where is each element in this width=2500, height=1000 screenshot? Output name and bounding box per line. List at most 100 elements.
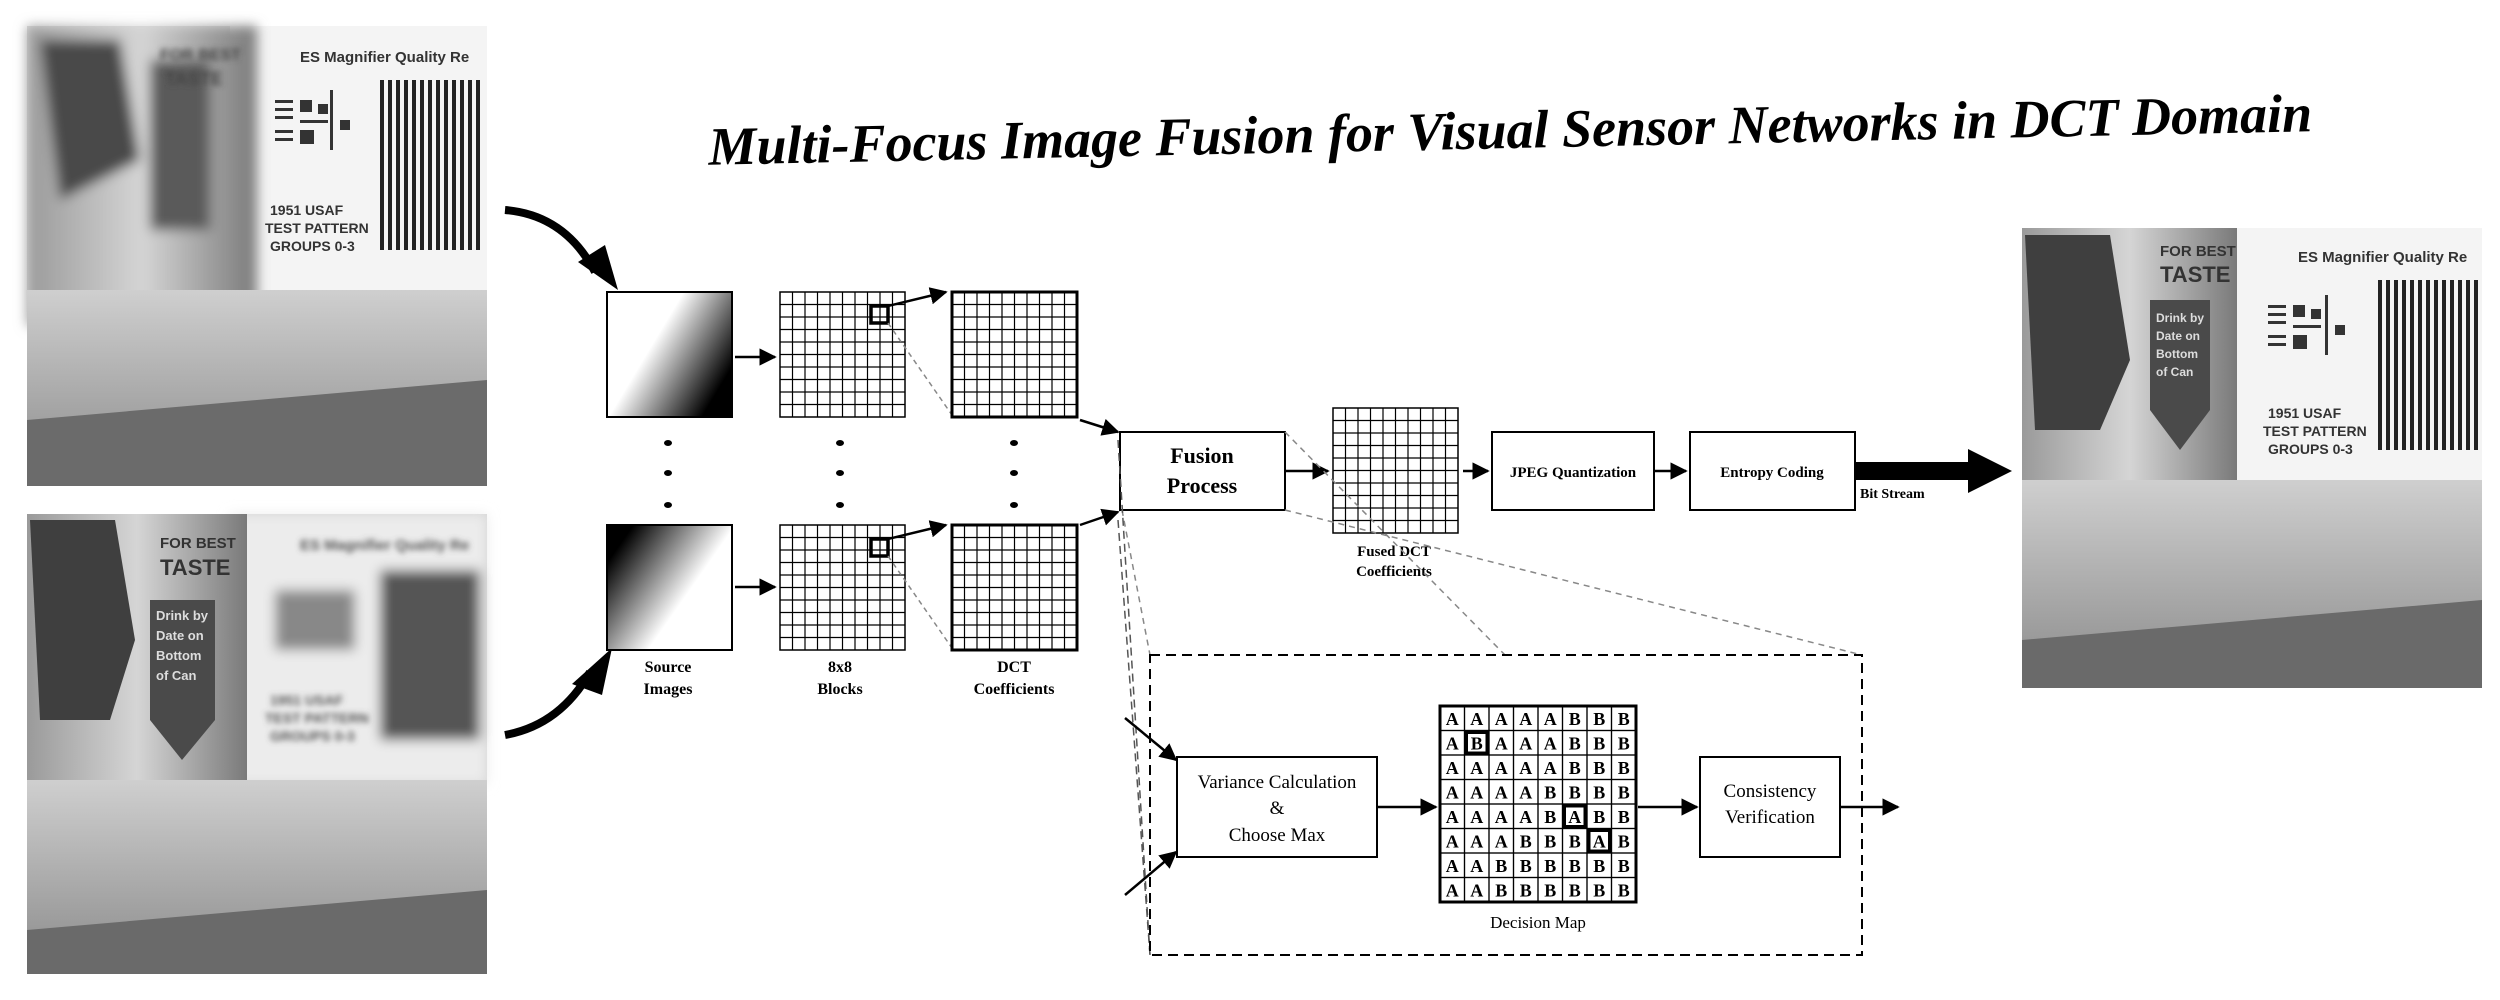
photo-top-usaf-3: GROUPS 0-3 xyxy=(270,238,355,254)
source-image-bottom: ES Magnifier Quality Re 1951 USAF TEST P… xyxy=(27,514,487,974)
decision-map-cell-label: A xyxy=(1519,807,1532,827)
decision-map-cell-label: B xyxy=(1569,856,1581,876)
decision-map-cell-label: B xyxy=(1593,881,1605,901)
photo-bottom-can-text-1: FOR BEST xyxy=(160,535,236,552)
decision-map-cell-label: A xyxy=(1470,709,1483,729)
consistency-label-2: Verification xyxy=(1725,807,1815,828)
zoom-line-top xyxy=(887,322,953,416)
decision-map-cell-label: A xyxy=(1519,783,1532,803)
zoom-line-fusion-left xyxy=(1121,509,1151,656)
variance-box xyxy=(1176,756,1378,858)
selected-block-bottom xyxy=(869,537,890,558)
decision-map-cell-label: B xyxy=(1495,881,1507,901)
decision-map-cell xyxy=(1610,876,1637,903)
zoom-line-fused-right xyxy=(1284,509,1863,656)
dct-label-2: Coefficients xyxy=(974,681,1055,698)
decision-map-cell-label: A xyxy=(1446,734,1459,754)
decision-map-label: Decision Map xyxy=(1490,913,1586,932)
decision-map-cell-label: A xyxy=(1544,734,1557,754)
decision-map-cell-label: A xyxy=(1470,881,1483,901)
photo-top-magnifier-label: ES Magnifier Quality Re xyxy=(300,49,469,66)
decision-map-outlier-highlight xyxy=(1563,804,1587,828)
curved-arrow-bottom xyxy=(504,648,612,739)
photo-bottom-usaf-2: TEST PATTERN xyxy=(265,710,369,726)
photo-bottom-usaf-1: 1951 USAF xyxy=(270,692,344,708)
bit-stream-label: Bit Stream xyxy=(1860,487,1925,502)
decision-map-cell-label: B xyxy=(1618,881,1630,901)
decision-map-cell-label: B xyxy=(1544,832,1556,852)
consistency-label-1: Consistency xyxy=(1724,781,1817,802)
detail-panel xyxy=(1149,654,1863,956)
jpeg-quantization-box xyxy=(1491,431,1655,511)
decision-map-cell-label: B xyxy=(1618,832,1630,852)
decision-map-cell-label: B xyxy=(1544,807,1556,827)
arrow-block-to-dct-top xyxy=(887,287,948,308)
decision-map-cell-label: A xyxy=(1544,758,1557,778)
source-square-top xyxy=(606,291,733,418)
fusion-process-label-2: Process xyxy=(1167,473,1238,498)
decision-map-outlier-highlight xyxy=(1465,731,1489,755)
fused-dct-label-2: Coefficients xyxy=(1356,564,1432,580)
decision-map-cell-label: A xyxy=(1519,758,1532,778)
decision-map-cell-label: A xyxy=(1446,807,1459,827)
entropy-coding-box xyxy=(1689,431,1856,511)
decision-map-cell-label: B xyxy=(1520,856,1532,876)
photo-right-usaf-3: GROUPS 0-3 xyxy=(2268,441,2353,457)
photo-right-can-text-6: of Can xyxy=(2156,365,2193,379)
decision-map-cell-label: B xyxy=(1618,783,1630,803)
decision-map-cell-label: B xyxy=(1495,856,1507,876)
decision-map-cell-label: B xyxy=(1593,856,1605,876)
decision-map-cell-label: B xyxy=(1520,881,1532,901)
blocks-grid-top xyxy=(779,291,906,418)
photo-right-usaf-2: TEST PATTERN xyxy=(2263,423,2367,439)
bit-stream-arrow xyxy=(1856,449,2012,493)
source-square-bottom xyxy=(606,524,733,651)
zoom-line-dct-bottom xyxy=(1117,519,1151,956)
decision-map-cell-label: B xyxy=(1569,832,1581,852)
decision-map-cell-label: A xyxy=(1495,734,1508,754)
decision-map-cell-label: B xyxy=(1618,856,1630,876)
blocks-dots xyxy=(836,440,844,508)
decision-map-cell-label: B xyxy=(1544,783,1556,803)
photo-right-magnifier-label: ES Magnifier Quality Re xyxy=(2298,249,2467,266)
decision-map-cell-label: A xyxy=(1568,807,1581,827)
blocks-label-2: Blocks xyxy=(817,681,862,698)
decision-map-cell-label: B xyxy=(1618,807,1630,827)
decision-map-cell-label: B xyxy=(1593,807,1605,827)
source-images-label-1: Source xyxy=(645,659,692,676)
decision-map-cell-label: A xyxy=(1470,856,1483,876)
photo-bottom-can-text-3: Drink by xyxy=(156,608,209,623)
decision-map-cell-label: A xyxy=(1446,758,1459,778)
decision-map-cell-label: A xyxy=(1470,807,1483,827)
entropy-coding-label: Entropy Coding xyxy=(1720,465,1824,481)
decision-map-cell-label: B xyxy=(1569,709,1581,729)
zoom-line-fusion-right xyxy=(1284,431,1506,656)
decision-map-cell-label: A xyxy=(1446,783,1459,803)
decision-map-cell-label: B xyxy=(1618,758,1630,778)
photo-top-can-text-2: TASTE xyxy=(165,69,223,89)
decision-map-outlier-highlight xyxy=(1587,829,1611,853)
arrow-block-to-dct-bottom xyxy=(887,520,948,541)
decision-map-cell-label: B xyxy=(1569,758,1581,778)
fusion-process-label-1: Fusion xyxy=(1170,443,1234,468)
variance-label-2: & xyxy=(1270,798,1285,819)
photo-top-can-text-1: FOR BEST xyxy=(160,47,241,64)
blocks-label-1: 8x8 xyxy=(828,659,852,676)
decision-map-cell-label: B xyxy=(1593,734,1605,754)
decision-map-cell-label: B xyxy=(1520,832,1532,852)
arrow-input-1 xyxy=(1124,717,1178,762)
decision-map-cell-label: B xyxy=(1593,758,1605,778)
decision-map-cell-label: A xyxy=(1495,783,1508,803)
decision-map-cell-label: B xyxy=(1569,783,1581,803)
curved-arrow-top xyxy=(504,206,618,290)
blocks-grid-bottom xyxy=(779,524,906,651)
decision-map-cell-label: A xyxy=(1470,758,1483,778)
dct-label-1: DCT xyxy=(997,659,1031,676)
photo-right-usaf-1: 1951 USAF xyxy=(2268,405,2342,421)
photo-right-can-text-2: TASTE xyxy=(2160,262,2230,287)
decision-map-cell-label: A xyxy=(1593,832,1606,852)
photo-top-usaf-1: 1951 USAF xyxy=(270,202,344,218)
decision-map-cell-label: A xyxy=(1495,807,1508,827)
